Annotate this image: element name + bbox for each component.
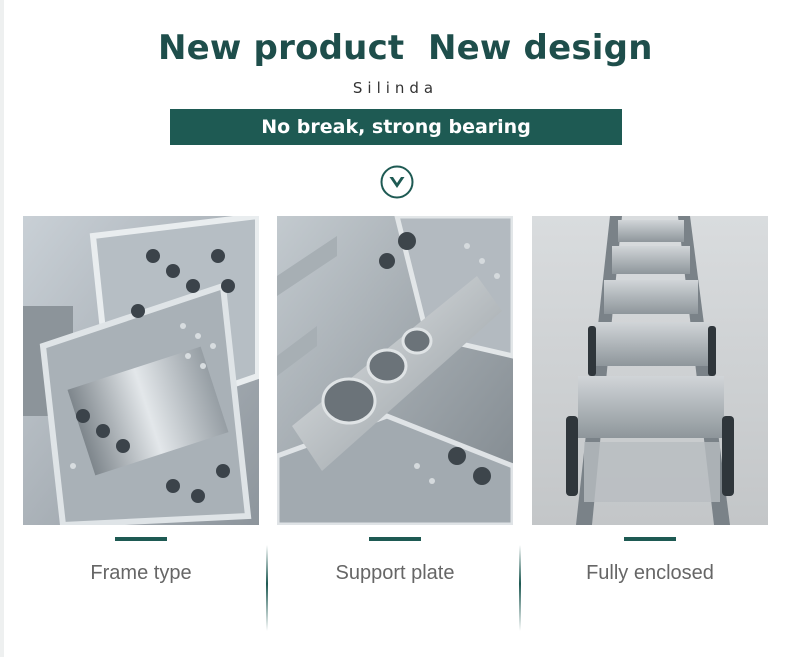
- title-new-product: New product: [158, 28, 405, 68]
- column-divider: [266, 545, 268, 631]
- caption-frame-type: Frame type: [90, 562, 192, 584]
- accent-bar: [624, 537, 676, 541]
- tagline-banner: No break, strong bearing: [170, 109, 622, 145]
- headline: New product New design: [0, 28, 791, 72]
- page-edge: [0, 0, 4, 657]
- fully-enclosed-photo: [532, 216, 768, 525]
- accent-bar: [115, 537, 167, 541]
- caption-fully-enclosed: Fully enclosed: [586, 562, 714, 584]
- brand-name: Silinda: [352, 79, 439, 97]
- chevron-down-circle-icon[interactable]: [380, 165, 414, 199]
- title-new-design: New design: [428, 28, 653, 68]
- accent-bar: [369, 537, 421, 541]
- caption-support-plate: Support plate: [335, 562, 455, 584]
- column-divider: [519, 545, 521, 631]
- support-plate-photo: [277, 216, 513, 525]
- frame-type-photo: [23, 216, 259, 525]
